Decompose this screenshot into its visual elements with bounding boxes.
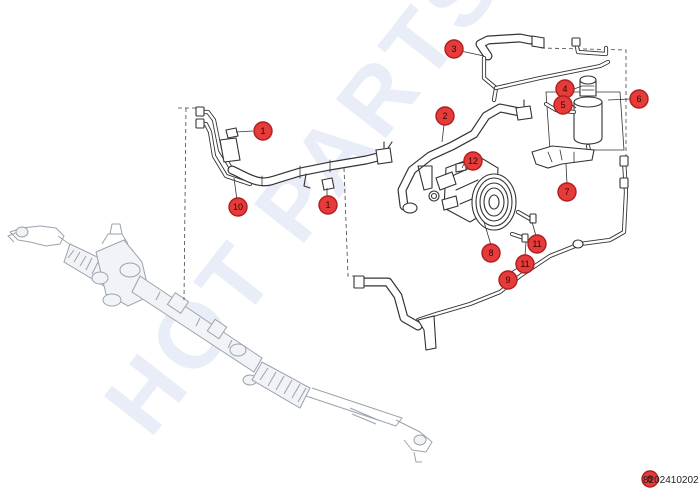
svg-text:10: 10: [233, 202, 243, 212]
line-3: [475, 33, 611, 103]
callout-8: 8: [481, 243, 501, 263]
return-line-9: [353, 155, 629, 351]
svg-text:4: 4: [562, 84, 567, 94]
svg-text:6: 6: [636, 94, 641, 104]
svg-text:12: 12: [468, 156, 478, 166]
fasteners: [225, 127, 467, 191]
steering-rack: [7, 223, 433, 463]
callout-12: 12: [463, 151, 483, 171]
callout-11-right: 11: [527, 234, 547, 254]
svg-text:3: 3: [451, 44, 456, 54]
svg-text:7: 7: [564, 187, 569, 197]
svg-text:8: 8: [488, 248, 493, 258]
reference-number: 8202410202: [643, 475, 699, 486]
svg-text:11: 11: [532, 239, 541, 249]
callout-9: 9: [498, 270, 518, 290]
suction-hose-2: [397, 99, 533, 214]
callout-8-corner: 8: [641, 470, 659, 488]
svg-text:5: 5: [560, 100, 565, 110]
svg-text:1: 1: [260, 126, 265, 136]
callout-6: 6: [629, 89, 649, 109]
callouts: 1 1 2 3 4 5 6 7: [228, 39, 659, 488]
pressure-line-assembly: [195, 106, 393, 189]
callout-11-lower: 11: [515, 254, 535, 274]
callout-1-lower: 1: [318, 195, 338, 215]
callout-10: 10: [228, 197, 248, 217]
svg-text:2: 2: [442, 111, 447, 121]
callout-2: 2: [435, 106, 455, 126]
svg-text:1: 1: [325, 200, 330, 210]
callout-1-upper: 1: [253, 121, 273, 141]
dashed-reference-lines: [178, 47, 627, 301]
callout-5: 5: [553, 95, 573, 115]
callout-7: 7: [557, 182, 577, 202]
power-steering-pump: [435, 155, 537, 243]
svg-text:8: 8: [647, 474, 652, 484]
svg-text:9: 9: [505, 275, 510, 285]
callout-4: 4: [555, 79, 575, 99]
svg-text:11: 11: [520, 259, 529, 269]
callout-3: 3: [444, 39, 464, 59]
reservoir-bracket: [531, 145, 595, 169]
